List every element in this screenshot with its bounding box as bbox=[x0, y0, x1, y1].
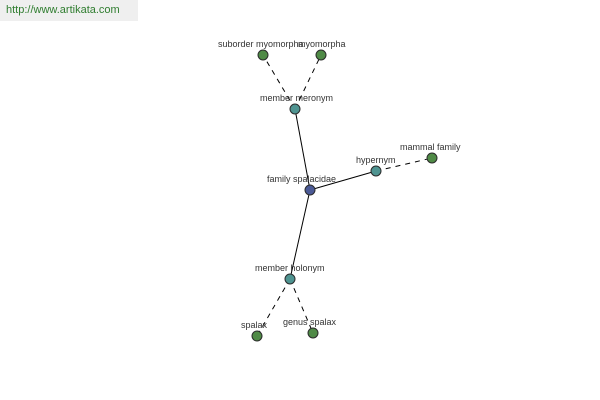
edge-family-spalacidae-to-member-holonym bbox=[289, 189, 311, 280]
edges-layer bbox=[256, 54, 433, 337]
node-family-spalacidae[interactable] bbox=[304, 184, 316, 196]
node-label-genus-spalax[interactable]: genus spalax bbox=[283, 317, 337, 327]
edge-member-holonym-to-spalax bbox=[256, 278, 291, 337]
node-hypernym[interactable] bbox=[370, 165, 382, 177]
node-label-member-holonym[interactable]: member holonym bbox=[255, 263, 325, 273]
edge-family-spalacidae-to-member-meronym bbox=[294, 108, 311, 191]
node-member-meronym[interactable] bbox=[289, 103, 301, 115]
edge-member-meronym-to-suborder-myomorpha bbox=[262, 54, 296, 110]
node-label-mammal-family[interactable]: mammal family bbox=[400, 142, 461, 152]
node-label-myomorpha[interactable]: myomorpha bbox=[298, 39, 346, 49]
node-suborder-myomorpha[interactable] bbox=[257, 49, 269, 61]
site-url-link[interactable]: http://www.artikata.com bbox=[6, 4, 120, 16]
node-label-hypernym[interactable]: hypernym bbox=[356, 155, 396, 165]
node-label-spalax[interactable]: spalax bbox=[241, 320, 268, 330]
node-label-member-meronym[interactable]: member meronym bbox=[260, 93, 333, 103]
node-label-suborder-myomorpha[interactable]: suborder myomorpha bbox=[218, 39, 304, 49]
nodes-layer bbox=[251, 49, 438, 342]
labels-layer: family spalacidae member meronym hypernym m… bbox=[218, 39, 461, 330]
node-myomorpha[interactable] bbox=[315, 49, 327, 61]
node-label-family-spalacidae[interactable]: family spalacidae bbox=[267, 174, 336, 184]
url-banner: http://www.artikata.com bbox=[0, 0, 138, 21]
node-mammal-family[interactable] bbox=[426, 152, 438, 164]
node-spalax[interactable] bbox=[251, 330, 263, 342]
node-member-holonym[interactable] bbox=[284, 273, 296, 285]
node-genus-spalax[interactable] bbox=[307, 327, 319, 339]
edge-family-spalacidae-to-hypernym bbox=[309, 170, 377, 191]
